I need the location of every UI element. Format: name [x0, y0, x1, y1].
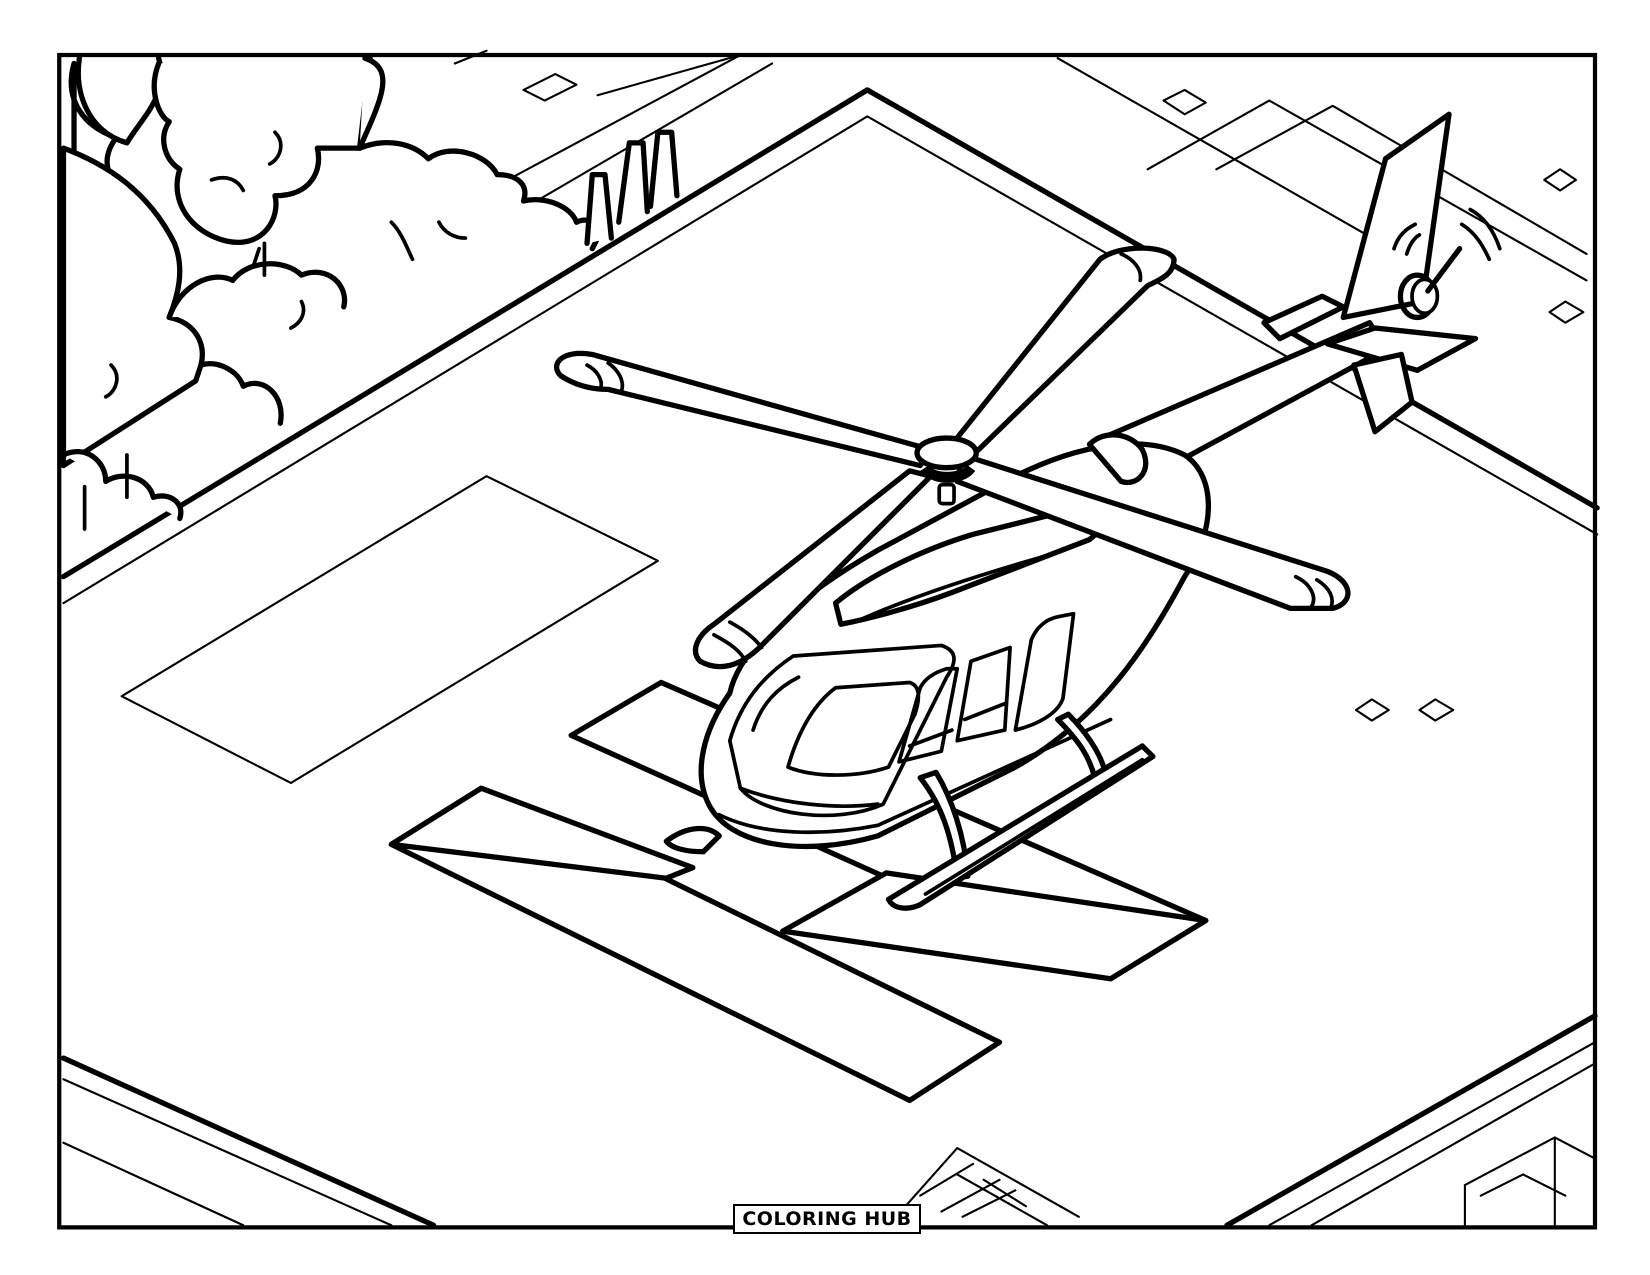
- coloring-hub-logo: COLORING HUB: [733, 1204, 921, 1234]
- helicopter: [554, 111, 1502, 911]
- trees: [60, 55, 680, 531]
